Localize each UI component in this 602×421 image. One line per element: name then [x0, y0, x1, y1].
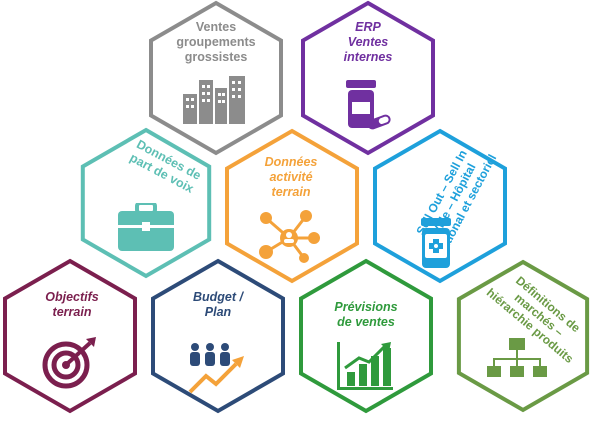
bar-chart-growth-icon	[337, 342, 393, 390]
hierarchy-icon	[487, 338, 547, 377]
network-people-icon	[259, 210, 320, 263]
label-activite-terrain: Données activité terrain	[264, 155, 318, 199]
medicine-bottle-icon	[421, 218, 451, 268]
label-objectifs: Objectifs terrain	[45, 290, 99, 319]
label-ventes-groupements: Ventes groupements grossistes	[176, 20, 256, 64]
label-budget: Budget / Plan	[193, 290, 243, 319]
label-previsions: Prévisions de ventes	[334, 300, 398, 329]
briefcase-icon	[118, 203, 174, 251]
buildings-icon	[183, 76, 245, 124]
pill-bottle-icon	[346, 80, 391, 130]
label-erp: ERP Ventes internes	[343, 20, 393, 64]
hex-objectifs	[2, 258, 137, 414]
hex-activite-terrain	[225, 128, 359, 284]
hex-erp	[301, 0, 435, 156]
team-growth-icon	[188, 343, 244, 394]
hex-sell-out	[373, 128, 507, 284]
target-icon	[42, 337, 96, 389]
hex-budget	[151, 258, 285, 414]
hex-previsions	[299, 258, 433, 414]
